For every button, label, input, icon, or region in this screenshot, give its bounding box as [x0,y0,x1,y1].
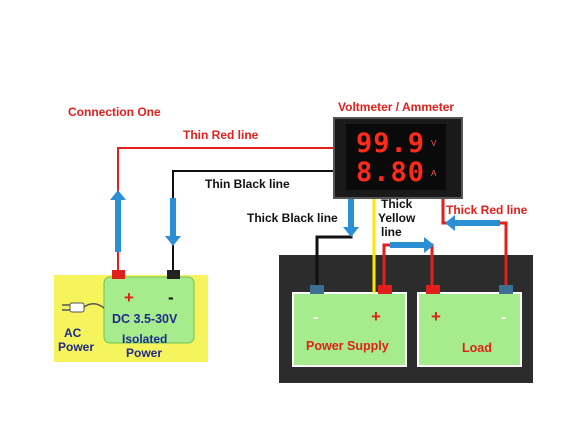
voltmeter-ammeter: 99.9 V 8.80 A [333,117,463,199]
thick-yellow-line-label-1: Thick [381,197,413,211]
voltage-reading: 99.9 [356,128,425,159]
power-supply-plus-symbol: + [371,307,381,326]
meter-title: Voltmeter / Ammeter [338,100,454,114]
arrow-down-black-wire [165,198,181,246]
power-supply-minus-symbol: - [313,309,318,326]
current-unit: A [431,169,437,178]
ac-plug-icon [62,302,105,313]
load-minus-terminal [499,285,513,294]
load-label: Load [462,341,492,355]
meter-display [346,124,446,190]
isolated-plus-symbol: + [124,288,134,307]
isolated-power-module: + - DC 3.5-30V AC Power Isolated Power [54,270,208,362]
thick-red-line-label: Thick Red line [446,203,528,217]
isolated-power-label-line2: Power [126,346,162,360]
thin-red-line-label: Thin Red line [183,128,259,142]
arrow-down-thick-black [343,196,359,237]
load-plus-symbol: + [431,307,441,326]
isolated-minus-terminal [167,270,180,279]
load-plus-terminal [426,285,440,294]
connection-title: Connection One [68,105,161,119]
isolated-minus-symbol: - [168,288,174,307]
thin-black-line-label: Thin Black line [205,177,290,191]
current-reading: 8.80 [356,157,425,188]
isolated-power-board [103,276,195,344]
thick-yellow-line-label-3: line [381,225,402,239]
power-supply-plus-terminal [378,285,392,294]
voltage-unit: V [431,139,437,148]
arrow-up-red-wire [110,190,126,252]
thick-black-line-label: Thick Black line [247,211,338,225]
power-supply-minus-terminal [310,285,324,294]
load-board: + - Load [417,285,522,367]
power-supply-body [292,292,407,367]
load-minus-symbol: - [501,309,506,326]
power-supply-board: - + Power Supply [292,285,407,367]
thin-red-wire [117,147,338,270]
thick-yellow-line-label-2: Yellow [378,211,416,225]
isolated-plus-terminal [112,270,125,279]
ac-power-label-line1: AC [64,326,82,340]
arrow-left-thick-red [445,215,500,231]
arrow-right-supply-to-load [390,237,434,253]
isolated-rating-label: DC 3.5-30V [112,312,178,326]
ac-power-label-line2: Power [58,340,94,354]
power-supply-label: Power Supply [306,339,389,353]
current-arrows [110,190,500,253]
isolated-power-label-line1: Isolated [122,332,167,346]
load-body [417,292,522,367]
